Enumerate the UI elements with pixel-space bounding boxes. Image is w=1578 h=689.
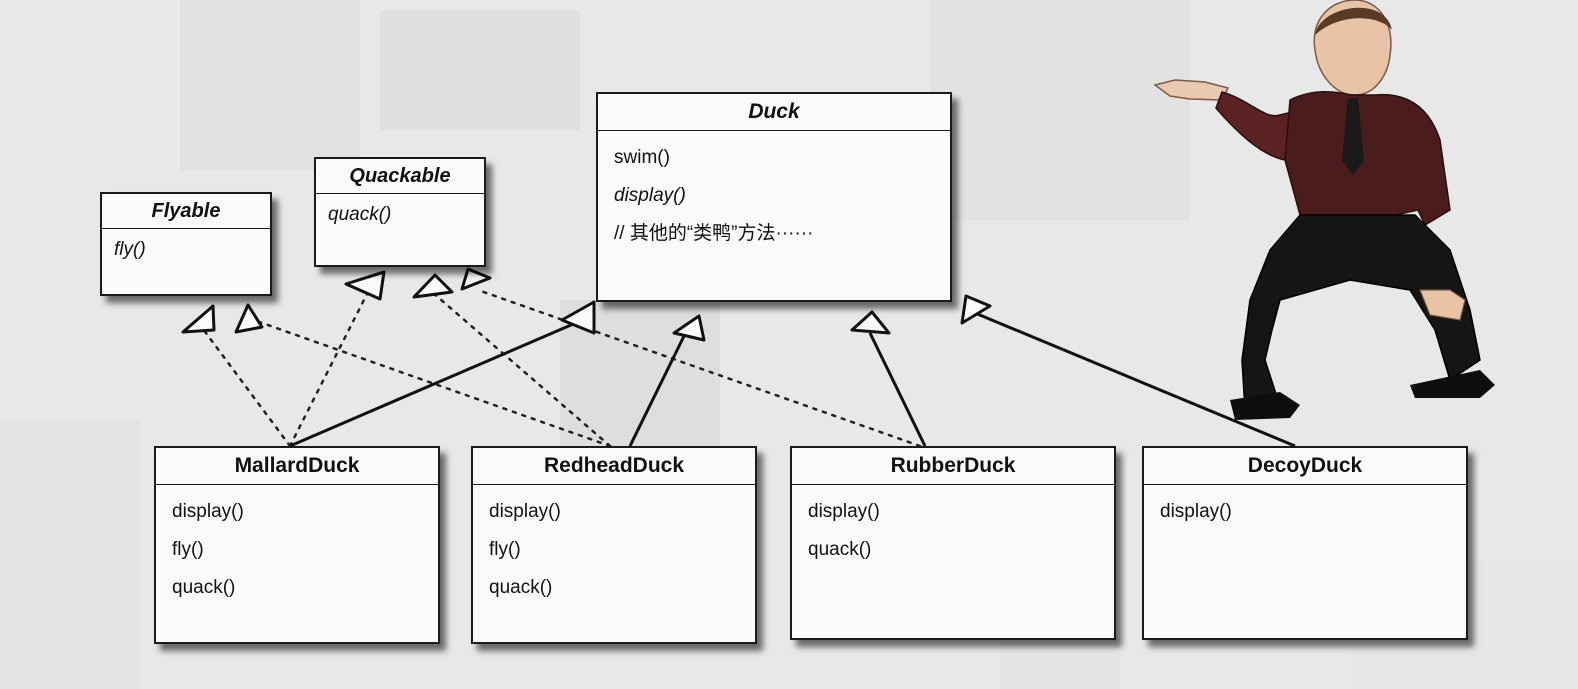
class-box-duck: Duck swim() display() // 其他的“类鸭”方法······ (596, 92, 952, 302)
method-item: fly() (172, 539, 204, 560)
class-box-redheadduck: RedheadDuck display() fly() quack() (471, 446, 757, 644)
class-name: DecoyDuck (1144, 448, 1466, 485)
interface-box-quackable: Quackable quack() (314, 157, 486, 267)
method-item: quack() (808, 539, 872, 560)
arrowhead-quackable-left (344, 270, 386, 301)
method-item: display() (1160, 501, 1232, 522)
method-list: display() fly() quack() (473, 485, 755, 613)
class-box-decoyduck: DecoyDuck display() (1142, 446, 1468, 640)
method-item: display() (172, 501, 244, 522)
inheritance-line-rubber-duck (868, 332, 927, 447)
method-item: quack() (328, 204, 392, 225)
method-list: fly() (102, 229, 270, 271)
realization-line-rubber-quackable (476, 288, 922, 448)
method-item: fly() (489, 539, 521, 560)
class-box-rubberduck: RubberDuck display() quack() (790, 446, 1116, 640)
inheritance-line-decoy-duck (974, 311, 1296, 448)
realization-line-redhead-quackable (430, 290, 612, 448)
arrowhead-flyable-right (234, 303, 264, 334)
method-item: display() (489, 501, 561, 522)
interface-name: Quackable (316, 159, 484, 194)
arrowhead-duck-1 (560, 300, 596, 335)
realization-line-mallard-flyable (198, 323, 292, 448)
method-item: quack() (172, 577, 236, 598)
inheritance-line-mallard-duck (289, 320, 579, 448)
arrowhead-flyable-left (181, 304, 216, 334)
method-list: display() quack() (792, 485, 1114, 575)
class-name: MallardDuck (156, 448, 438, 485)
class-name: RedheadDuck (473, 448, 755, 485)
realization-line-redhead-flyable (246, 316, 612, 448)
arrowhead-duck-3 (850, 310, 891, 335)
arrowhead-duck-4 (960, 294, 992, 325)
inheritance-line-redhead-duck (628, 331, 688, 447)
class-name: RubberDuck (792, 448, 1114, 485)
method-item: swim() (614, 147, 670, 168)
method-item: display() (808, 501, 880, 522)
method-item: // 其他的“类鸭”方法······ (614, 223, 814, 244)
realization-line-mallard-quackable (288, 290, 370, 448)
class-name: Duck (598, 94, 950, 131)
method-item: fly() (114, 239, 146, 260)
arrowhead-quackable-mid (412, 273, 454, 299)
method-list: display() (1144, 485, 1466, 537)
interface-box-flyable: Flyable fly() (100, 192, 272, 296)
arrowhead-quackable-right (460, 267, 492, 291)
method-item: display() (614, 185, 686, 206)
class-box-mallardduck: MallardDuck display() fly() quack() (154, 446, 440, 644)
method-item: quack() (489, 577, 553, 598)
arrowhead-duck-2 (672, 314, 706, 342)
method-list: swim() display() // 其他的“类鸭”方法······ (598, 131, 950, 259)
method-list: quack() (316, 194, 484, 236)
presenter-man-illustration (1153, 0, 1495, 420)
interface-name: Flyable (102, 194, 270, 229)
method-list: display() fly() quack() (156, 485, 438, 613)
